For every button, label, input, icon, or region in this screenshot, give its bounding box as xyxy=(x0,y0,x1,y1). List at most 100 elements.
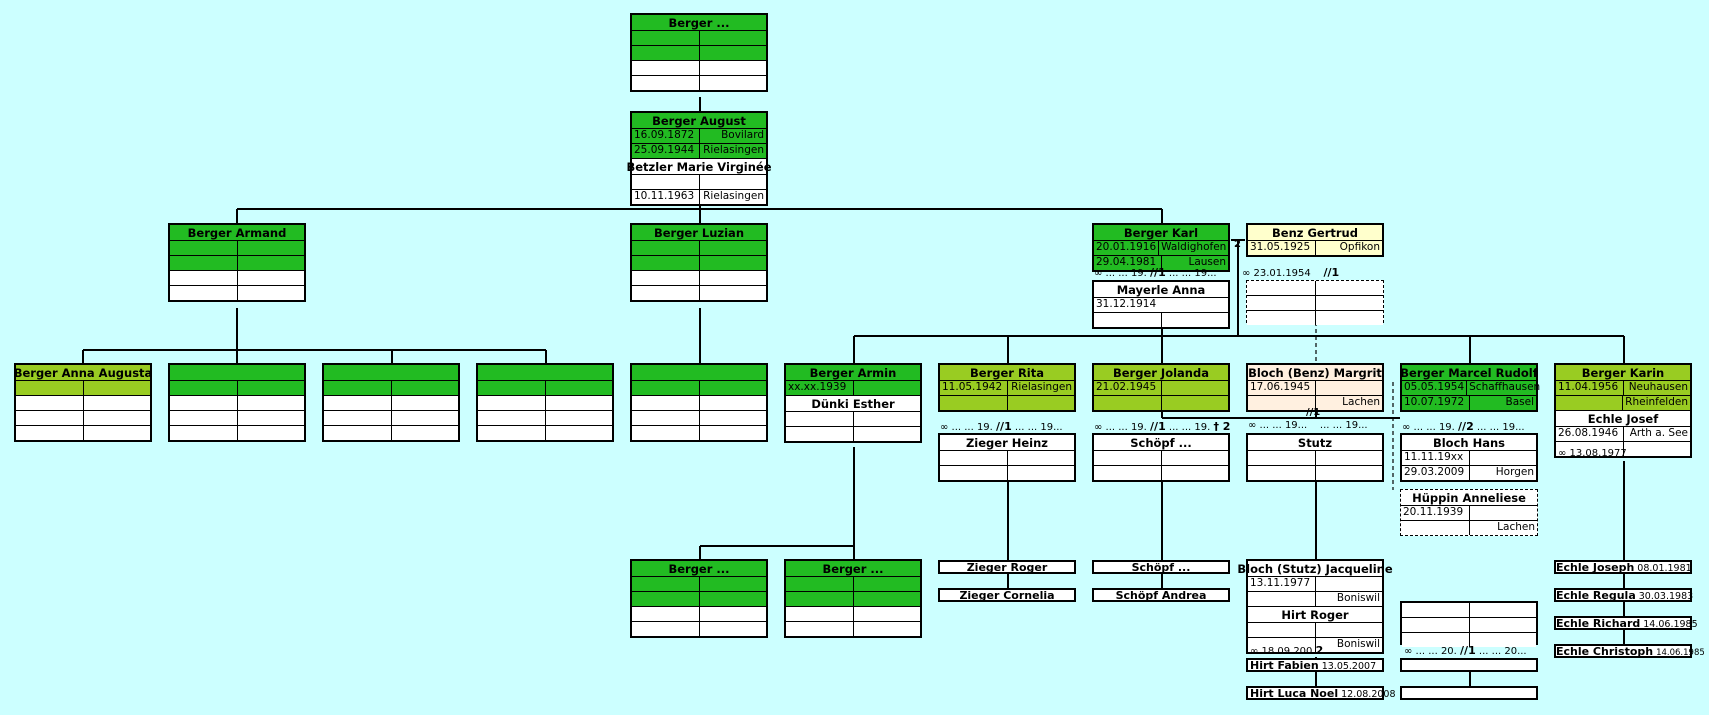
divorce-text: ... ... 20... xyxy=(1478,646,1527,657)
divorce-text: ... ... 19... xyxy=(1319,420,1368,431)
benz-marriage: ∞ 23.01.1954 //1 xyxy=(1242,266,1339,279)
birth-date: 13.05.2007 xyxy=(1321,661,1377,672)
marcel-marriage: ∞ ... ... 19. //2 ... ... 19... xyxy=(1402,420,1525,433)
divorce-index: //1 xyxy=(996,420,1012,433)
person-name: Echle Joseph xyxy=(1556,561,1635,574)
luzian-person-card[interactable]: Berger Luzian xyxy=(630,223,768,302)
armand-child-card[interactable] xyxy=(476,363,614,442)
child-pill[interactable]: Zieger Cornelia xyxy=(938,588,1076,602)
empty-child-pill[interactable] xyxy=(1400,686,1538,700)
margrit-person-card[interactable]: Bloch (Benz) Margrit 17.06.1945 Lachen xyxy=(1246,363,1384,412)
person-name: Hüppin Anneliese xyxy=(1401,490,1537,505)
person-name: Berger Karin xyxy=(1556,365,1690,380)
birth-date: 31.12.1914 xyxy=(1096,298,1157,310)
armin-child-card[interactable]: Berger ... xyxy=(784,559,922,638)
hirt-partner-card[interactable] xyxy=(1400,601,1538,647)
divorce-text: ... ... 19... xyxy=(1168,268,1217,279)
person-name: Bloch (Stutz) Jacqueline xyxy=(1237,561,1393,576)
birth-place: Opfikon xyxy=(1314,241,1383,255)
luzian-child-card[interactable] xyxy=(630,363,768,442)
birth-date: 17.06.1945 xyxy=(1250,381,1311,393)
person-name: Berger Luzian xyxy=(632,225,766,240)
birth-date: 11.05.1942 xyxy=(942,381,1003,393)
birth-place: Bovilard xyxy=(698,129,767,143)
margrit-divorce: //1 xyxy=(1306,407,1321,418)
person-name: Bloch (Benz) Margrit xyxy=(1248,365,1382,380)
death-place: Horgen xyxy=(1468,466,1537,480)
birth-date: 16.09.1872 xyxy=(634,129,695,141)
unknown-spouse-card[interactable] xyxy=(1246,280,1384,325)
schoepf-card[interactable]: Schöpf ... xyxy=(1092,433,1230,482)
death-date: 29.04.1981 xyxy=(1096,256,1157,268)
birth-date: 14.06.1985 xyxy=(1643,619,1698,630)
birth-date: 14.06.1985 xyxy=(1656,648,1705,658)
birth-date: 05.05.1954 xyxy=(1404,381,1465,393)
birth-date: 20.01.1916 xyxy=(1096,241,1157,253)
hueppin-card[interactable]: Hüppin Anneliese 20.11.1939 Lachen xyxy=(1400,489,1538,536)
armand-person-card[interactable]: Berger Armand xyxy=(168,223,306,302)
person-name: Berger Armand xyxy=(170,225,304,240)
spouse-death-place: Rielasingen xyxy=(698,190,767,204)
marriage-date: ∞ ... ... 19. //1 ... ... 19... xyxy=(1094,266,1217,279)
birth-date: 13.11.1977 xyxy=(1250,577,1311,589)
birth-date: 11.11.19xx xyxy=(1404,451,1464,463)
spouse-death-date: 10.11.1963 xyxy=(634,190,695,202)
divorce-index: //1 xyxy=(1150,266,1166,279)
person-name: Stutz xyxy=(1248,435,1382,450)
person-name: Zieger Heinz xyxy=(940,435,1074,450)
spouse-place: Boniswil xyxy=(1314,638,1383,652)
death-place: Rielasingen xyxy=(698,144,767,158)
birth-place: Schaffhausen xyxy=(1466,381,1542,395)
birth-date: 30.03.1983 xyxy=(1638,591,1694,602)
jacqueline-person-card[interactable]: Bloch (Stutz) Jacqueline 13.11.1977 Boni… xyxy=(1237,559,1393,654)
person-name: Berger August xyxy=(632,113,766,128)
divorce-text: ... ... 19. xyxy=(1168,422,1211,433)
spouse-name: Hirt Roger xyxy=(1248,606,1382,622)
jolanda-marriage: ∞ ... ... 19. //1 ... ... 19. † 2 xyxy=(1094,420,1230,433)
marriage-index: 2 xyxy=(1315,644,1324,657)
armin-person-card[interactable]: Berger Armin xx.xx.1939 Dünki Esther xyxy=(784,363,922,443)
divorce-text: ... ... 19... xyxy=(1014,422,1063,433)
root-person-card[interactable]: Berger ... xyxy=(630,13,768,92)
child-pill[interactable]: Schöpf ... xyxy=(1092,560,1230,574)
empty-child-pill[interactable] xyxy=(1400,658,1538,672)
marriage-text: ∞ ... ... 19. xyxy=(1094,268,1147,279)
person-name: Mayerle Anna xyxy=(1094,282,1228,297)
spouse-name: Betzler Marie Virginée xyxy=(626,158,772,174)
margrit-marriage: ∞ ... ... 19... ... ... 19... xyxy=(1248,420,1368,431)
death-place: Basel xyxy=(1468,396,1537,410)
zieger-heinz-card[interactable]: Zieger Heinz xyxy=(938,433,1076,482)
person-name: Berger Karl xyxy=(1094,225,1228,240)
child-pill[interactable]: Schöpf Andrea xyxy=(1092,588,1230,602)
death-place: Lausen xyxy=(1160,256,1229,270)
death-index: † 2 xyxy=(1213,420,1231,433)
birth-place: Lachen xyxy=(1314,396,1383,410)
armand-child-card[interactable] xyxy=(322,363,460,442)
anna-augusta-person-card[interactable]: Berger Anna Augusta xyxy=(14,363,152,442)
child-pill[interactable]: Zieger Roger xyxy=(938,560,1076,574)
divorce-index: //1 xyxy=(1460,644,1476,657)
marriage-date: ∞ 23.01.1954 xyxy=(1242,268,1311,279)
birth-place: Boniswil xyxy=(1314,592,1383,606)
birth-place: Rielasingen xyxy=(1006,381,1075,395)
mayerle-person-card[interactable]: Mayerle Anna 31.12.1914 xyxy=(1092,280,1230,329)
stutz-card[interactable]: Stutz xyxy=(1246,433,1384,482)
armand-child-card[interactable] xyxy=(168,363,306,442)
person-name: Berger Armin xyxy=(786,365,920,380)
jolanda-person-card[interactable]: Berger Jolanda 21.02.1945 xyxy=(1092,363,1230,412)
armin-child-card[interactable]: Berger ... xyxy=(630,559,768,638)
